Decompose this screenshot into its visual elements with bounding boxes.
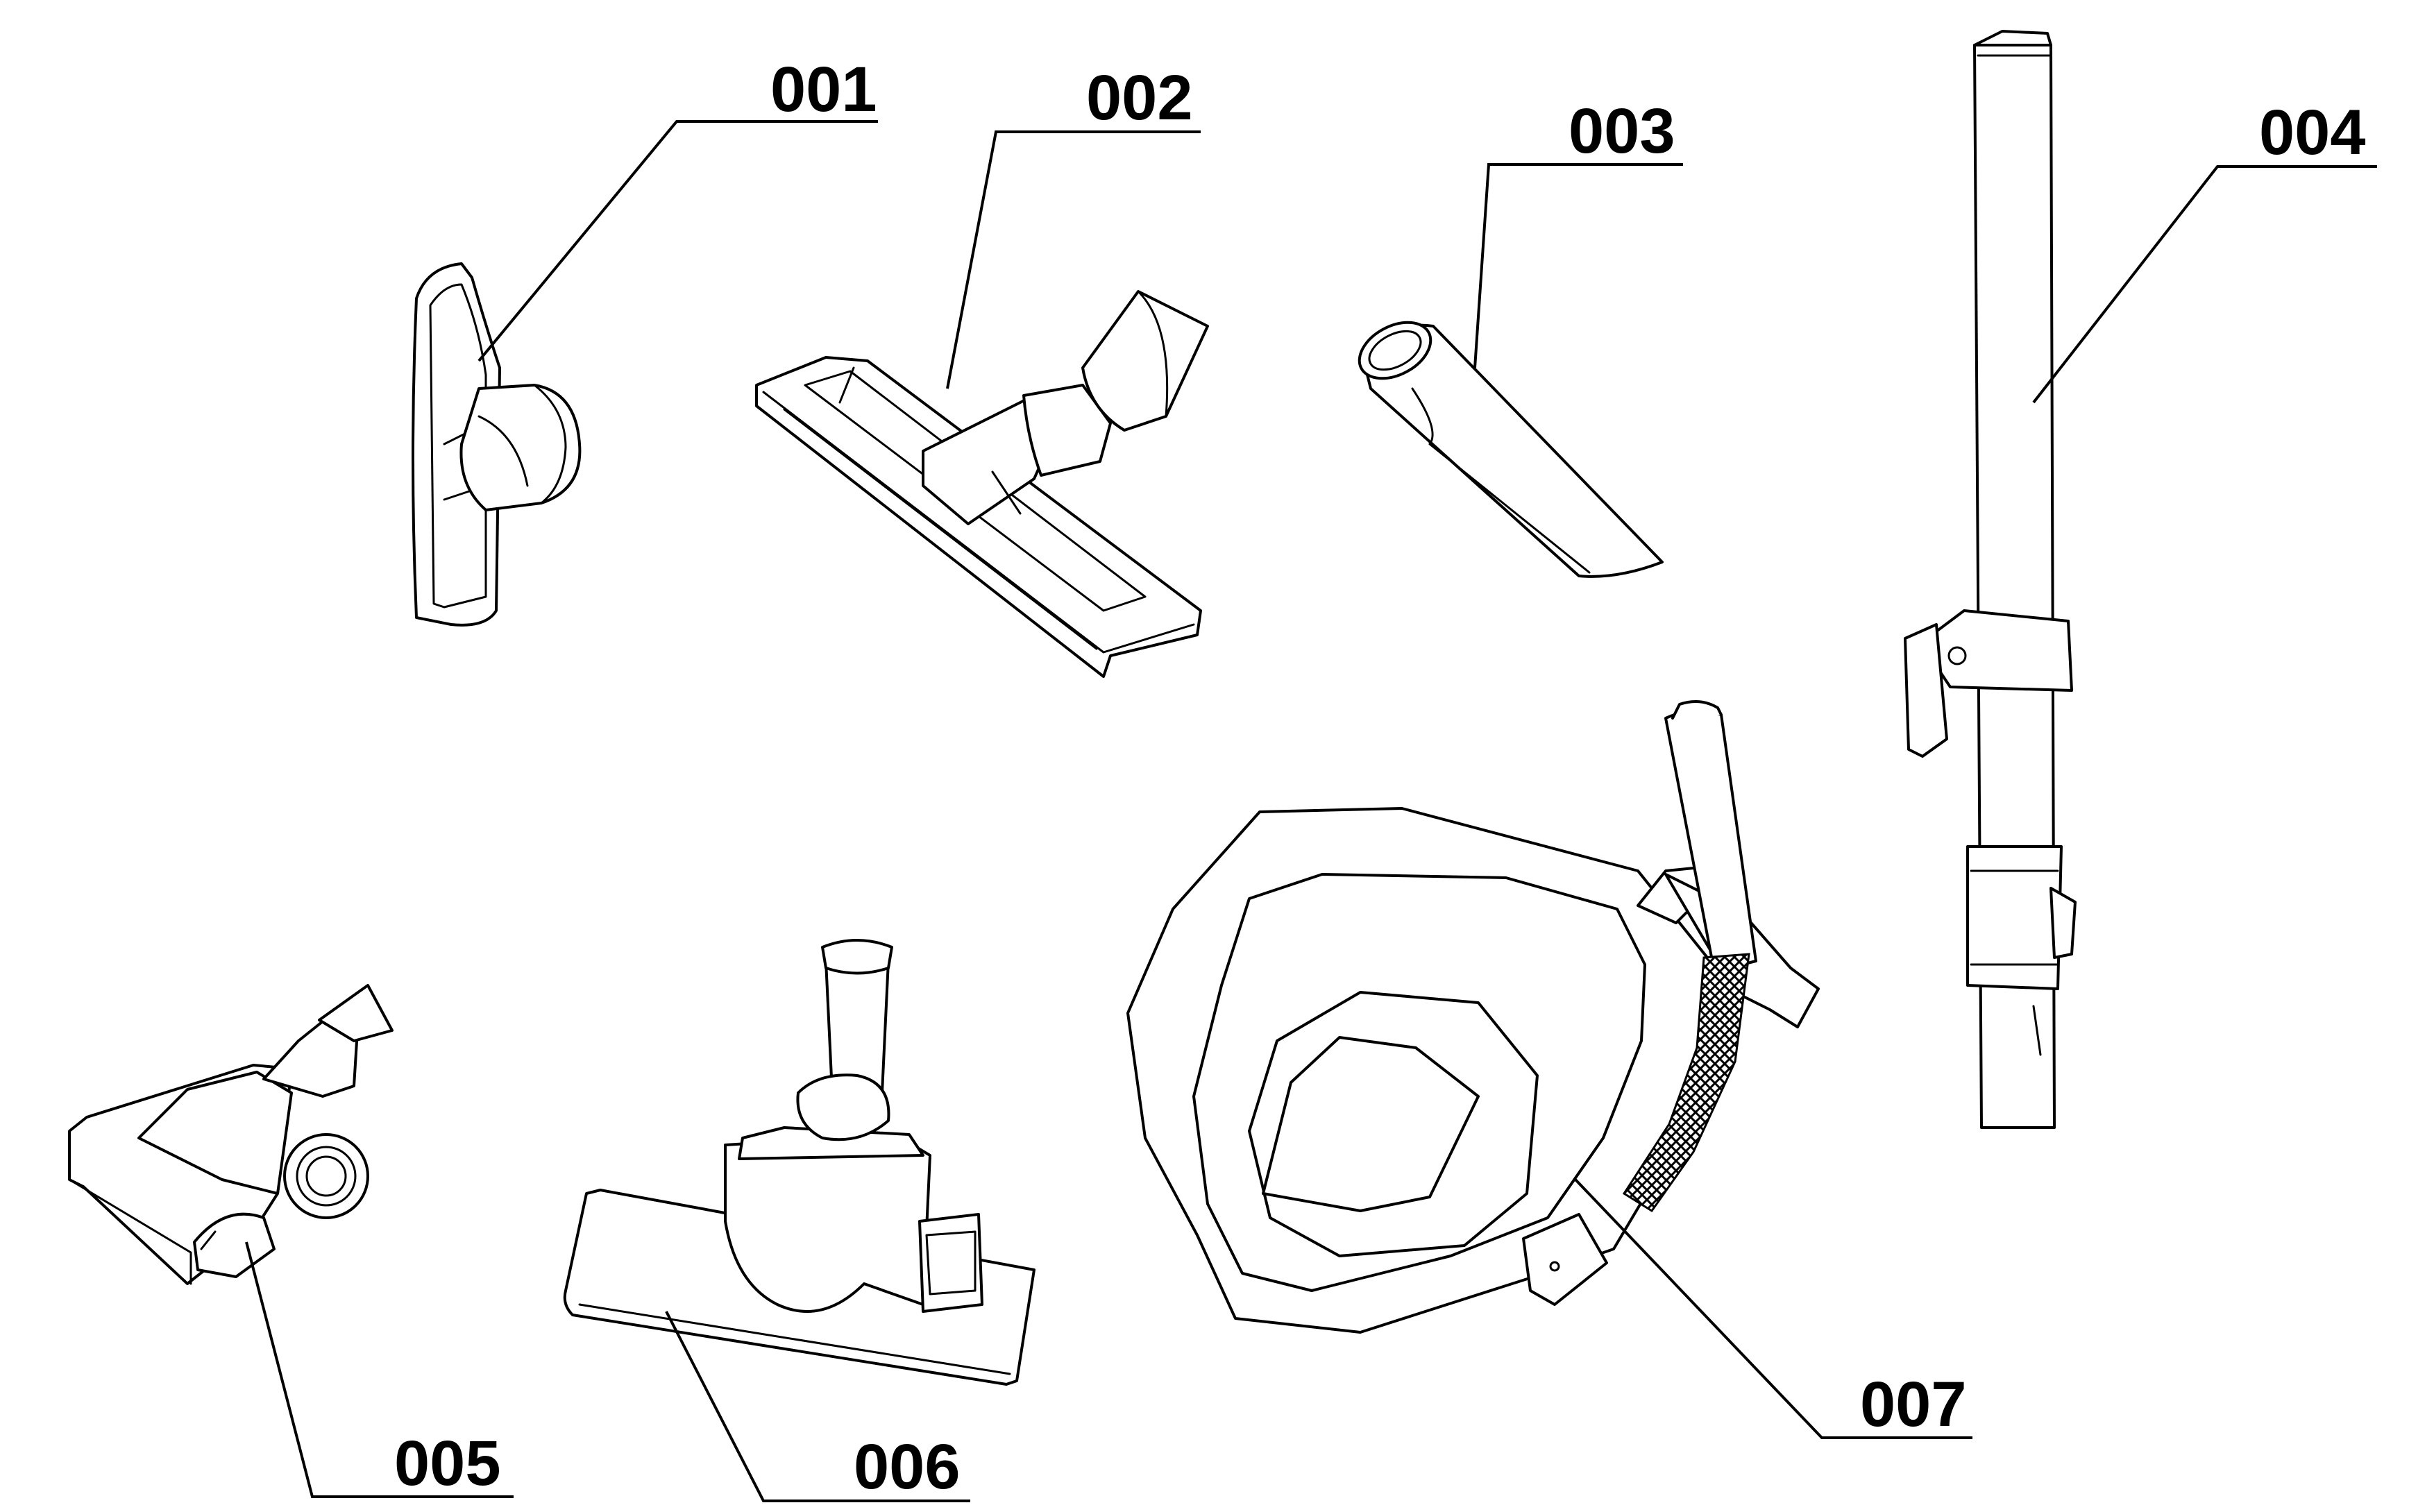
part-label-003: 003: [1569, 96, 1675, 167]
leader-line-007: [1574, 1178, 1972, 1439]
part-label-002: 002: [1086, 62, 1193, 133]
part-007-flexible-hose: [1126, 700, 1820, 1334]
leader-line-006: [665, 1311, 970, 1502]
part-label-006: 006: [854, 1432, 961, 1502]
leader-line-002: [946, 130, 1201, 389]
part-006-combination-nozzle: [563, 939, 1036, 1386]
part-005-turbo-brush: [68, 984, 394, 1285]
part-label-005: 005: [394, 1428, 501, 1499]
part-004-telescopic-tube: [1904, 30, 2077, 1129]
leader-line-005: [245, 1241, 514, 1498]
part-001-upholstery-brush: [412, 262, 582, 627]
part-label-001: 001: [770, 54, 877, 125]
leader-line-003: [1473, 163, 1683, 368]
part-label-007: 007: [1860, 1369, 1967, 1440]
leader-line-001: [477, 120, 878, 362]
part-002-floor-nozzle: [755, 290, 1209, 678]
leader-line-004: [2032, 165, 2377, 404]
part-003-crevice-tool: [1358, 321, 1664, 578]
part-label-004: 004: [2259, 97, 2366, 168]
